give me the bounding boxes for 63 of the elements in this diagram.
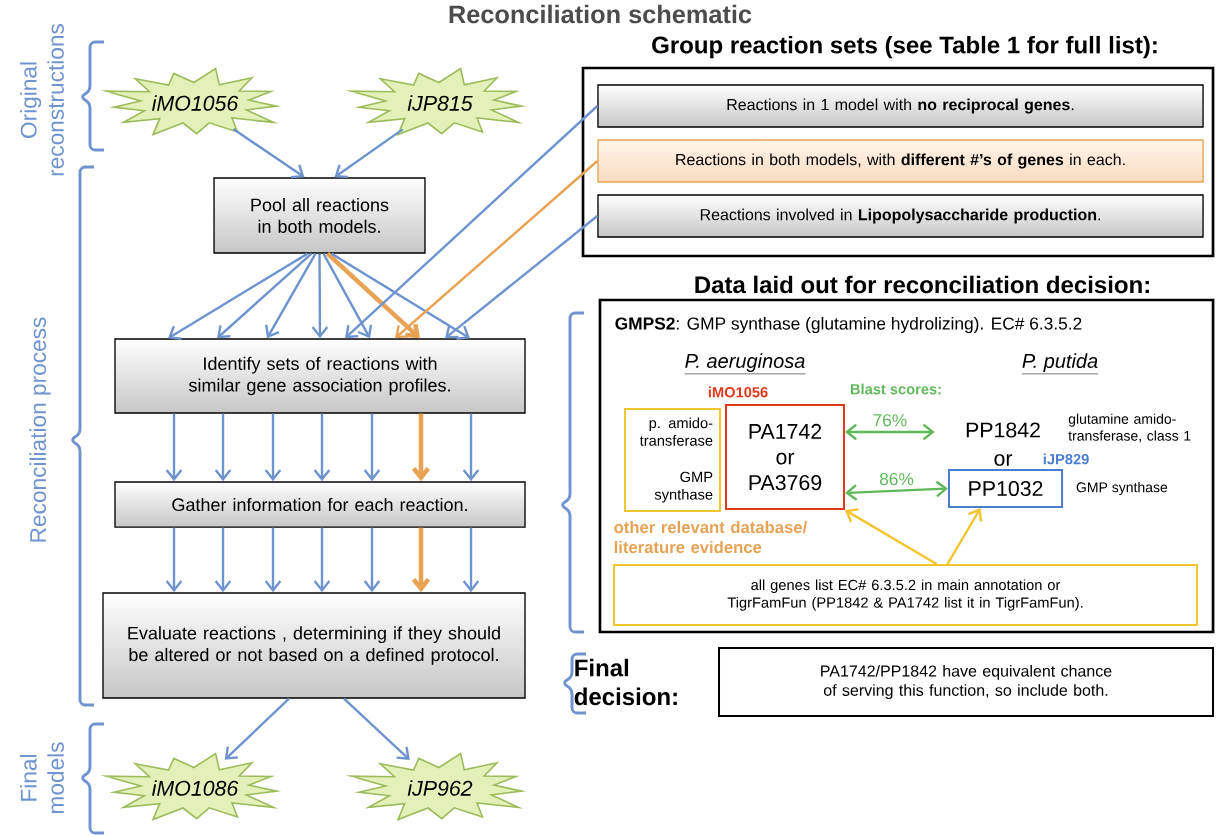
arrow <box>168 252 309 340</box>
decision-heading: Final decision: <box>574 658 677 706</box>
arrow <box>411 527 431 593</box>
arrow <box>845 480 948 501</box>
evidence-box: all genes list EC# 6.3.5.2 in main annotation or TigrFamFun (PP1842 & PA1742 list it in TigrFamFun). <box>613 564 1198 626</box>
reaction-set-box: Reactions involved in Lipopolysaccharide production. <box>597 194 1204 238</box>
arrow <box>395 160 599 339</box>
evidence-box: p. amido- transferase GMP synthase <box>624 408 721 512</box>
model-label: iJP829 <box>1043 453 1089 465</box>
arrow <box>311 253 329 339</box>
arrow <box>224 697 290 760</box>
arrow <box>330 252 470 340</box>
arrow <box>214 527 232 593</box>
arrow <box>313 527 331 593</box>
arrow <box>265 253 317 339</box>
edge-label: 86% <box>877 471 916 487</box>
edge-label: 76% <box>871 412 909 428</box>
arrow <box>313 413 331 482</box>
enzyme-title: GMPS2: GMP synthase (glutamine hydrolizing). EC# 6.3.5.2 <box>615 316 1082 334</box>
arrow <box>214 413 232 482</box>
arrow <box>264 527 282 593</box>
arrow <box>217 252 313 339</box>
arrow <box>345 105 599 339</box>
arrow <box>334 128 404 179</box>
process-box: Pool all reactions in both models. <box>213 177 426 254</box>
side-label: Reconciliation process <box>29 317 51 542</box>
decision-box: PA1742/PP1842 have equivalent chance of serving this function, so include both. <box>718 647 1214 717</box>
arrow <box>322 253 373 339</box>
reaction-set-box: Reactions in both models, with different #’s of genes in each. <box>597 139 1204 183</box>
gene-label: PP1842 <box>966 422 1040 438</box>
gene-box: PP1032 <box>948 468 1064 509</box>
species-label: P. aeruginosa <box>684 353 806 375</box>
arrow <box>946 508 983 565</box>
arrow <box>363 413 381 482</box>
panel-heading: Data laid out for reconciliation decision: <box>695 275 1149 294</box>
arrow <box>363 527 381 593</box>
arrow <box>343 697 410 760</box>
arrow <box>326 251 420 339</box>
arrow <box>445 215 599 339</box>
process-box: Gather information for each reaction. <box>114 481 526 528</box>
function-label: glutamine amido- transferase, class 1 <box>1068 413 1191 443</box>
score-heading: Blast scores: <box>850 383 941 395</box>
gene-box: PA1742 or PA3769 <box>725 404 845 510</box>
title: Reconciliation schematic <box>449 4 752 24</box>
arrow <box>411 413 431 482</box>
function-label: GMP synthase <box>1076 482 1168 496</box>
arrow <box>264 413 282 482</box>
arrow <box>845 423 935 441</box>
arrow <box>462 527 480 593</box>
side-label: Original reconstructions <box>20 24 64 176</box>
side-label: Final models <box>20 742 64 814</box>
arrow <box>165 527 183 593</box>
arrow <box>462 413 480 482</box>
panel-heading: Group reaction sets (see Table 1 for full list): <box>652 35 1157 59</box>
arrow <box>232 128 305 179</box>
reaction-set-box: Reactions in 1 model with no reciprocal genes. <box>597 84 1204 128</box>
model-label: iMO1056 <box>708 386 768 398</box>
process-box: Evaluate reactions , determining if they should be altered or not based on a defined protocol. <box>102 592 526 699</box>
process-box: Identify sets of reactions with similar gene association profiles. <box>114 338 526 414</box>
arrow <box>165 413 183 482</box>
arrow <box>845 508 938 566</box>
species-label: P. putida <box>1021 353 1099 375</box>
evidence-label: other relevant database/ literature evidence <box>614 520 807 554</box>
